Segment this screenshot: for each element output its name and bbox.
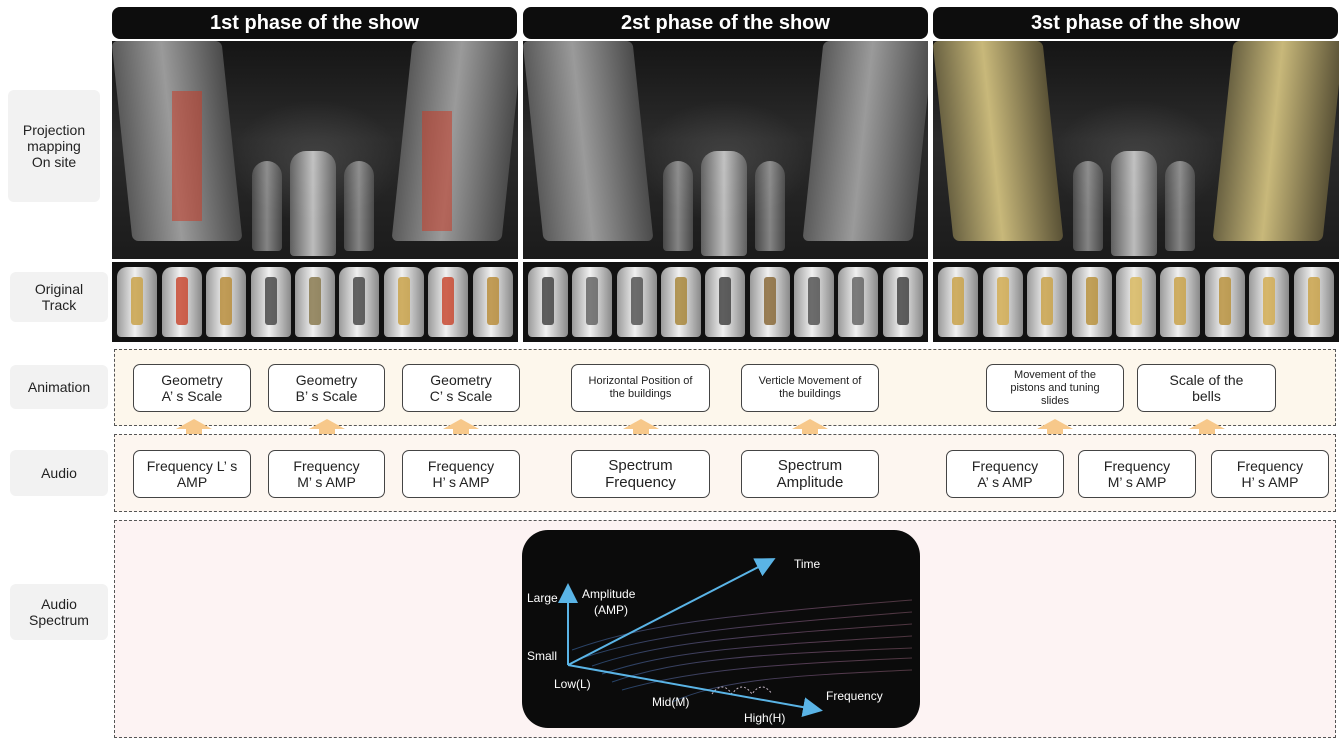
track-cell bbox=[705, 267, 746, 337]
anim-box-geometry-b-scale: Geometry B’ s Scale bbox=[268, 364, 385, 412]
label-frequency: Frequency bbox=[826, 689, 883, 703]
audio-box-frequency-l-amp: Frequency L’ s AMP bbox=[133, 450, 251, 498]
up-arrow-icon bbox=[443, 419, 479, 443]
label-amp: (AMP) bbox=[594, 603, 628, 617]
row-label-spectrum: Audio Spectrum bbox=[10, 584, 108, 640]
audio-box-frequency-m-amp-2: Frequency M’ s AMP bbox=[1078, 450, 1196, 498]
row-label-track: Original Track bbox=[10, 272, 108, 322]
track-cell bbox=[206, 267, 247, 337]
projection-photo-phase-2 bbox=[523, 41, 928, 259]
track-cell bbox=[1027, 267, 1068, 337]
projection-photo-phase-3 bbox=[933, 41, 1339, 259]
audio-box-frequency-h-amp: Frequency H’ s AMP bbox=[402, 450, 520, 498]
label-mid: Mid(M) bbox=[652, 695, 689, 709]
track-cell bbox=[1249, 267, 1290, 337]
up-arrow-icon bbox=[623, 419, 659, 443]
anim-box-scale-of-bells: Scale of the bells bbox=[1137, 364, 1276, 412]
label-low: Low(L) bbox=[554, 677, 591, 691]
track-cell bbox=[428, 267, 469, 337]
track-cell bbox=[383, 267, 424, 337]
phase-2-header: 2st phase of the show bbox=[523, 7, 928, 39]
track-cell bbox=[472, 267, 513, 337]
anim-box-pistons-tuning-slides: Movement of the pistons and tuning slide… bbox=[986, 364, 1124, 412]
track-cell bbox=[117, 267, 158, 337]
track-cell bbox=[1293, 267, 1334, 337]
row-label-projection: Projection mapping On site bbox=[8, 90, 100, 202]
spectrum-waves bbox=[571, 599, 913, 703]
track-strip-phase-3 bbox=[933, 262, 1339, 342]
frequency-axis bbox=[567, 664, 823, 718]
up-arrow-icon bbox=[1037, 419, 1073, 443]
track-cell bbox=[294, 267, 335, 337]
label-high: High(H) bbox=[744, 711, 785, 725]
audio-box-frequency-m-amp: Frequency M’ s AMP bbox=[268, 450, 385, 498]
track-cell bbox=[1204, 267, 1245, 337]
audio-box-frequency-a-amp: Frequency A’ s AMP bbox=[946, 450, 1064, 498]
track-strip-phase-1 bbox=[112, 262, 518, 342]
anim-box-geometry-a-scale: Geometry A’ s Scale bbox=[133, 364, 251, 412]
up-arrow-icon bbox=[176, 419, 212, 443]
anim-box-geometry-c-scale: Geometry C’ s Scale bbox=[402, 364, 520, 412]
track-cell bbox=[882, 267, 923, 337]
track-cell bbox=[794, 267, 835, 337]
audio-box-spectrum-frequency: Spectrum Frequency bbox=[571, 450, 710, 498]
anim-box-horizontal-position: Horizontal Position of the buildings bbox=[571, 364, 710, 412]
track-cell bbox=[1115, 267, 1156, 337]
up-arrow-icon bbox=[1189, 419, 1225, 443]
track-cell bbox=[938, 267, 979, 337]
label-small: Small bbox=[527, 649, 557, 663]
row-label-animation: Animation bbox=[10, 365, 108, 409]
track-cell bbox=[161, 267, 202, 337]
track-cell bbox=[1071, 267, 1112, 337]
track-cell bbox=[749, 267, 790, 337]
phase-1-header: 1st phase of the show bbox=[112, 7, 517, 39]
up-arrow-icon bbox=[792, 419, 828, 443]
track-cell bbox=[339, 267, 380, 337]
track-cell bbox=[838, 267, 879, 337]
audio-spectrum-diagram: Time Large Amplitude (AMP) Small Low(L) … bbox=[522, 530, 920, 728]
time-axis bbox=[567, 558, 776, 666]
audio-box-frequency-h-amp-2: Frequency H’ s AMP bbox=[1211, 450, 1329, 498]
audio-box-spectrum-amplitude: Spectrum Amplitude bbox=[741, 450, 879, 498]
track-cell bbox=[982, 267, 1023, 337]
label-large: Large bbox=[527, 591, 558, 605]
up-arrow-icon bbox=[309, 419, 345, 443]
phase-3-header: 3st phase of the show bbox=[933, 7, 1338, 39]
anim-box-verticle-movement: Verticle Movement of the buildings bbox=[741, 364, 879, 412]
label-amplitude: Amplitude bbox=[582, 587, 636, 601]
track-cell bbox=[250, 267, 291, 337]
row-label-audio: Audio bbox=[10, 450, 108, 496]
projection-photo-phase-1 bbox=[112, 41, 518, 259]
track-cell bbox=[528, 267, 569, 337]
track-cell bbox=[616, 267, 657, 337]
track-cell bbox=[1160, 267, 1201, 337]
label-time: Time bbox=[794, 557, 821, 571]
track-strip-phase-2 bbox=[523, 262, 928, 342]
track-cell bbox=[661, 267, 702, 337]
track-cell bbox=[572, 267, 613, 337]
